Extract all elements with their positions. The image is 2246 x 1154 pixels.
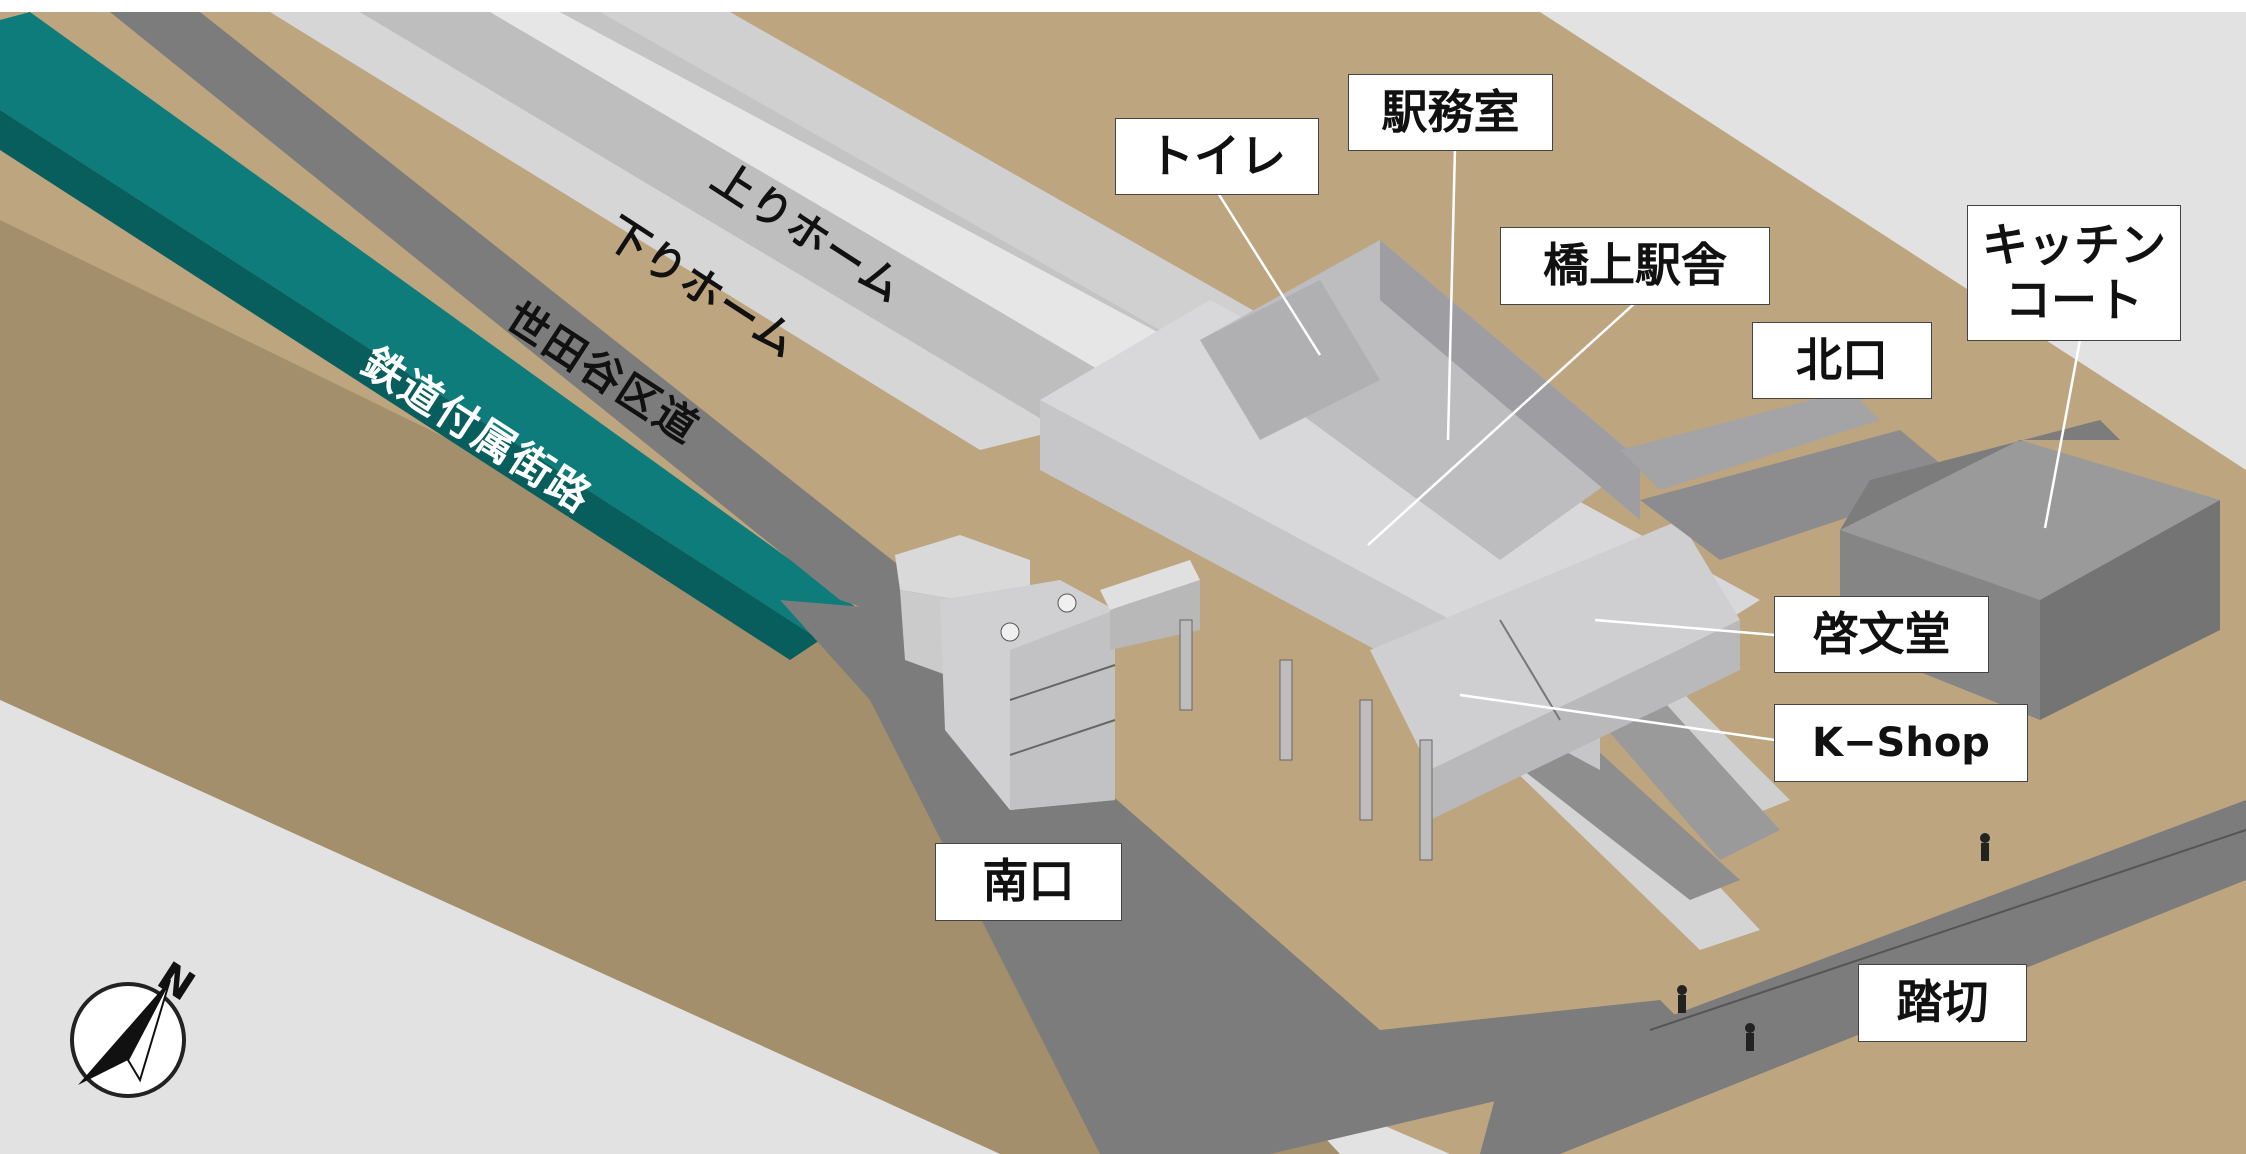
leader-keibundo	[1594, 618, 1776, 637]
pedestrian-2	[1677, 985, 1687, 995]
roof-vent-2	[1057, 593, 1077, 613]
column-2	[1279, 659, 1293, 761]
bridge-walkway	[1100, 560, 1200, 610]
label-keibundo: 啓文堂	[1774, 596, 1989, 673]
column-4	[1419, 739, 1433, 861]
down-platform-shade	[360, 12, 1150, 430]
pedestrian-1-body	[1981, 843, 1989, 861]
label-south-exit: 南口	[935, 843, 1122, 921]
down-platform-strip	[270, 12, 1060, 450]
shops-divider	[1499, 619, 1561, 721]
kitchen-court-right	[2040, 500, 2220, 720]
south-building-line2	[1009, 719, 1116, 756]
pedestrians	[1677, 833, 1990, 1051]
north-arrow-light	[126, 979, 171, 1083]
leader-station-office	[1446, 146, 1457, 441]
label-bridge-station: 橋上駅舎	[1500, 227, 1770, 305]
column-3	[1359, 699, 1373, 821]
upper-track-area	[600, 12, 1270, 330]
label-crossing: 踏切	[1858, 964, 2027, 1042]
label-kshop: K−Shop	[1774, 704, 2028, 782]
lower-left-offground	[0, 700, 1000, 1154]
crossing-line	[1649, 829, 2246, 1031]
north-arrow-dark	[78, 980, 170, 1085]
leader-bridge-station	[1367, 302, 1636, 546]
south-building-face	[1010, 610, 1115, 810]
bridge-walkway-side	[1110, 580, 1200, 650]
top-border	[0, 0, 2246, 12]
up-platform-strip	[490, 12, 1210, 400]
label-station-office: 駅務室	[1348, 74, 1553, 151]
south-building-line1	[1009, 664, 1116, 701]
roof-vent-1	[1000, 622, 1020, 642]
pedestrian-1	[1980, 833, 1990, 843]
rail-street-strip	[0, 12, 860, 640]
leader-kshop	[1459, 693, 1776, 742]
label-north-exit: 北口	[1752, 322, 1932, 399]
label-kitchen-court: キッチン コート	[1967, 205, 2181, 341]
pedestrian-2-body	[1678, 995, 1686, 1013]
station-office-wall	[1380, 240, 1640, 520]
rail-street-edge	[0, 110, 820, 660]
setagaya-road	[110, 12, 930, 620]
leader-lines	[1216, 146, 2082, 742]
north-stair	[1640, 430, 1960, 560]
pedestrian-3-body	[1746, 1033, 1754, 1051]
toilet-room	[1200, 280, 1380, 440]
kitchen-road-bend	[1840, 420, 2120, 530]
pedestrian-3	[1745, 1023, 1755, 1033]
compass: N	[70, 954, 202, 1098]
south-tower-roof	[895, 535, 1030, 600]
shops-front	[1430, 620, 1740, 820]
leader-toilet	[1216, 192, 1322, 356]
shops-floor	[1370, 520, 1740, 770]
column-1	[1179, 619, 1193, 711]
label-toilet: トイレ	[1115, 118, 1319, 195]
north-stair-roof	[1620, 390, 1880, 490]
leader-kitchen-court	[2043, 339, 2082, 529]
kitchen-court-roof	[1840, 440, 2220, 600]
